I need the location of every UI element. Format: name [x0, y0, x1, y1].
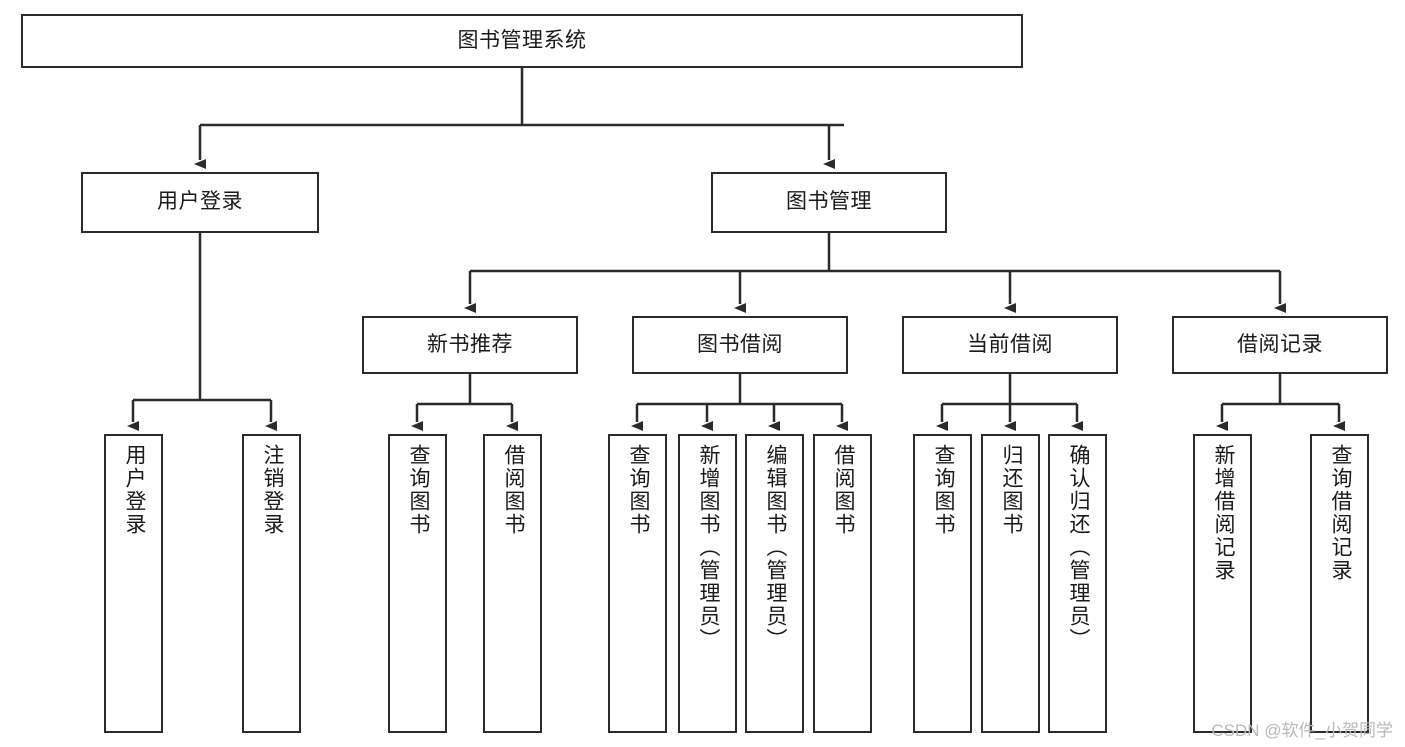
edges-borrowrecord-to-leaves — [1216, 374, 1345, 431]
node-leaf-edit-book[interactable]: 编辑图书（管理员） — [745, 434, 804, 733]
node-root[interactable]: 图书管理系统 — [21, 14, 1023, 68]
node-new-book-recommend-label: 新书推荐 — [427, 332, 513, 356]
node-book-borrow-label: 图书借阅 — [697, 332, 783, 356]
node-leaf-query-book-2-label: 查询图书 — [626, 444, 650, 536]
node-leaf-confirm-return[interactable]: 确认归还（管理员） — [1048, 434, 1107, 733]
node-leaf-query-book-1[interactable]: 查询图书 — [388, 434, 447, 733]
node-leaf-confirm-return-label: 确认归还（管理员） — [1066, 444, 1090, 651]
node-leaf-return-book[interactable]: 归还图书 — [981, 434, 1040, 733]
node-current-borrow[interactable]: 当前借阅 — [902, 316, 1118, 374]
node-leaf-edit-book-label: 编辑图书（管理员） — [763, 444, 787, 651]
node-leaf-add-book[interactable]: 新增图书（管理员） — [678, 434, 737, 733]
node-leaf-borrow-book-2[interactable]: 借阅图书 — [813, 434, 872, 733]
node-leaf-query-book-1-label: 查询图书 — [406, 444, 430, 536]
node-user-login[interactable]: 用户登录 — [81, 172, 319, 233]
node-leaf-borrow-book-1-label: 借阅图书 — [501, 444, 525, 536]
node-leaf-user-logout[interactable]: 注销登录 — [242, 434, 301, 733]
node-leaf-add-record-label: 新增借阅记录 — [1211, 444, 1235, 582]
node-leaf-add-book-label: 新增图书（管理员） — [696, 444, 720, 651]
edges-bookmanage-to-level3 — [464, 233, 1286, 313]
edges-root-to-level2 — [194, 68, 844, 169]
node-leaf-user-login-label: 用户登录 — [122, 444, 146, 536]
node-leaf-query-book-3[interactable]: 查询图书 — [913, 434, 972, 733]
node-leaf-query-book-3-label: 查询图书 — [931, 444, 955, 536]
node-leaf-add-record[interactable]: 新增借阅记录 — [1193, 434, 1252, 733]
edges-newbook-to-leaves — [411, 374, 518, 431]
node-book-manage[interactable]: 图书管理 — [711, 172, 947, 233]
node-leaf-borrow-book-2-label: 借阅图书 — [831, 444, 855, 536]
node-user-login-label: 用户登录 — [157, 190, 243, 214]
node-leaf-query-book-2[interactable]: 查询图书 — [608, 434, 667, 733]
node-leaf-borrow-book-1[interactable]: 借阅图书 — [483, 434, 542, 733]
node-leaf-return-book-label: 归还图书 — [999, 444, 1023, 536]
node-new-book-recommend[interactable]: 新书推荐 — [362, 316, 578, 374]
node-root-label: 图书管理系统 — [457, 28, 587, 52]
node-borrow-record-label: 借阅记录 — [1237, 332, 1323, 356]
edges-currentborrow-to-leaves — [936, 374, 1083, 431]
node-current-borrow-label: 当前借阅 — [967, 332, 1053, 356]
node-leaf-user-logout-label: 注销登录 — [260, 444, 284, 536]
node-book-borrow[interactable]: 图书借阅 — [632, 316, 848, 374]
node-book-manage-label: 图书管理 — [786, 190, 872, 214]
node-leaf-query-record[interactable]: 查询借阅记录 — [1310, 434, 1369, 733]
node-leaf-user-login[interactable]: 用户登录 — [104, 434, 163, 733]
edges-userlogin-to-leaves — [127, 233, 277, 431]
node-leaf-query-record-label: 查询借阅记录 — [1328, 444, 1352, 582]
edges-bookborrow-to-leaves — [631, 374, 848, 431]
node-borrow-record[interactable]: 借阅记录 — [1172, 316, 1388, 374]
